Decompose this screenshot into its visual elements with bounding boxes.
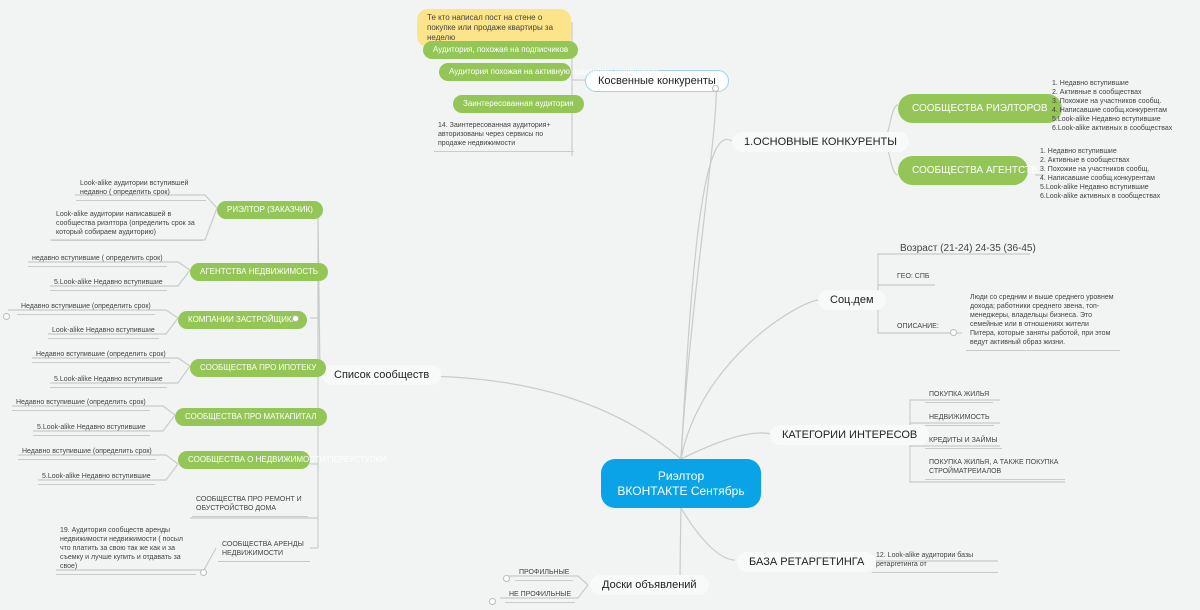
interest-item[interactable]: ПОКУПКА ЖИЛЬЯ, А ТАКЖЕ ПОКУПКА СТРОЙМАТР… [925,458,1065,480]
agency-list: 1. Недавно вступившие 2. Активные в сооб… [1040,147,1160,201]
group-rent[interactable]: СООБЩЕСТВА АРЕНДЫ НЕДВИЖИМОСТИ [218,540,310,562]
collapse-handle[interactable] [503,575,510,582]
group-maternity-capital[interactable]: СООБЩЕСТВА ПРО МАТКАПИТАЛ [175,408,327,426]
subtopic-lookalike-subscribers[interactable]: Аудитория, похожая на подписчиков [423,41,579,59]
leaf[interactable]: 5.Look-alike Недавно вступившие [50,278,167,291]
subtopic-realtor-communities[interactable]: СООБЩЕСТВА РИЭЛТОРОВ [898,94,1062,123]
topic-socdem[interactable]: Соц.дем [818,290,886,310]
indirect-note[interactable]: 14. Заинтересованная аудитория+ авторизо… [434,121,574,152]
collapse-handle[interactable] [950,329,957,336]
list-item: 5.Look-alike Недавно вступившие [1040,184,1149,191]
collapse-handle[interactable] [3,313,10,320]
list-item: 6.Look-alike активных в сообществах [1040,193,1161,200]
interest-item[interactable]: КРЕДИТЫ И ЗАЙМЫ [925,436,1002,449]
socdem-age[interactable]: Возраст (21-24) 24-35 (36-45) [900,243,1036,254]
topic-indirect-competitors[interactable]: Косвенные конкуренты [585,70,729,92]
list-item: 1. Недавно вступившие [1040,148,1117,155]
group-realtor-client[interactable]: РИЭЛТОР (ЗАКАЗЧИК) [217,201,323,219]
topic-retargeting-base[interactable]: БАЗА РЕТАРГЕТИНГА [737,552,877,572]
leaf[interactable]: 5.Look-alike Недавно вступившие [33,423,150,436]
group-repair[interactable]: СООБЩЕСТВА ПРО РЕМОНТ И ОБУСТРОЙСТВО ДОМ… [192,495,308,517]
retargeting-note[interactable]: 12. Look-alike аудитории базы ретаргетин… [872,551,998,573]
central-topic[interactable]: Риэлтор ВКОНТАКТЕ Сентябрь [601,459,761,508]
collapse-handle[interactable] [712,85,719,92]
realtor-list: 1. Недавно вступившие 2. Активные в сооб… [1052,79,1172,133]
socdem-description-label[interactable]: ОПИСАНИЕ: [897,323,939,330]
topic-classified-boards[interactable]: Доски объявлений [590,575,709,595]
list-item: 1. Недавно вступившие [1052,80,1129,87]
leaf[interactable]: 5.Look-alike Недавно вступившие [50,375,167,388]
list-item: 3. Похожие на участников сообщ. [1040,166,1150,173]
list-item: 6.Look-alike активных в сообществах [1052,125,1173,132]
interest-item[interactable]: НЕДВИЖИМОСТЬ [925,413,994,426]
leaf[interactable]: Недавно вступившие (определить срок) [12,398,150,411]
leaf[interactable]: 5.Look-alike Недавно вступившие [38,472,155,485]
list-item: 3. Похожие на участников сообщ. [1052,98,1162,105]
list-item: 4. Написавшие сообщ.конкурентам [1052,107,1167,114]
topic-interest-categories[interactable]: КАТЕГОРИИ ИНТЕРЕСОВ [770,425,930,445]
topic-label: Косвенные конкуренты [598,75,716,87]
leaf[interactable]: Недавно вступившие (определить срок) [32,350,170,363]
leaf[interactable]: Look-alike аудитории написавшей в сообще… [52,210,202,241]
highlight-node[interactable]: Те кто написал пост на стене о покупке и… [417,9,571,47]
interest-item[interactable]: ПОКУПКА ЖИЛЬЯ [925,390,994,403]
subtopic-interested-audience[interactable]: Заинтересованная аудитория [453,95,584,113]
leaf[interactable]: Look-alike аудитории вступившей недавно … [76,179,206,201]
group-developers[interactable]: КОМПАНИИ ЗАСТРОЙЩИКА [178,311,307,329]
group-realestate-resale[interactable]: СООБЩЕСТВА О НЕДВИЖИМОСТИ/ПЕРЕУСТУПКИ [178,451,386,469]
central-title-line1: Риэлтор [657,469,705,483]
collapse-handle[interactable] [292,315,299,322]
subtopic-agency-communities[interactable]: СООБЩЕСТВА АГЕНТСТВ НЕДВИЖИМОСИ [898,156,1122,185]
leaf[interactable]: Недавно вступившие (определить срок) [17,302,155,315]
list-item: 2. Активные в сообществах [1052,89,1142,96]
topic-community-list[interactable]: Список сообществ [322,365,442,385]
leaf[interactable]: недавно вступившие ( определить срок) [28,254,167,267]
central-title-line2: ВКОНТАКТЕ Сентябрь [617,484,745,498]
list-item: 2. Активные в сообществах [1040,157,1130,164]
topic-main-competitors[interactable]: 1.ОСНОВНЫЕ КОНКУРЕНТЫ [732,132,909,152]
leaf[interactable]: Недавно вступившие (определить срок) [18,447,156,460]
rent-note[interactable]: 19. Аудитория сообществ аренды недвижимо… [56,526,196,575]
collapse-handle[interactable] [489,598,496,605]
group-agencies[interactable]: АГЕНТСТВА НЕДВИЖИМОСТЬ [190,263,328,281]
list-item: 4. Написавшие сообщ.конкурентам [1040,175,1155,182]
socdem-description[interactable]: Люди со средним и выше среднего уровнем … [966,293,1120,351]
board-item-nonprofile[interactable]: НЕ ПРОФИЛЬНЫЕ [505,590,576,603]
subtopic-lookalike-active[interactable]: Аудитория похожая на активную аудиторию … [439,63,659,81]
list-item: 5.Look-alike Недавно вступившие [1052,116,1161,123]
socdem-geo[interactable]: ГЕО: СПБ [897,273,930,280]
leaf[interactable]: Look-alike Недавно вступившие [48,326,159,339]
board-item-profile[interactable]: ПРОФИЛЬНЫЕ [515,568,574,581]
collapse-handle[interactable] [200,569,207,576]
group-mortgage[interactable]: СООБЩЕСТВА ПРО ИПОТЕКУ [190,359,327,377]
